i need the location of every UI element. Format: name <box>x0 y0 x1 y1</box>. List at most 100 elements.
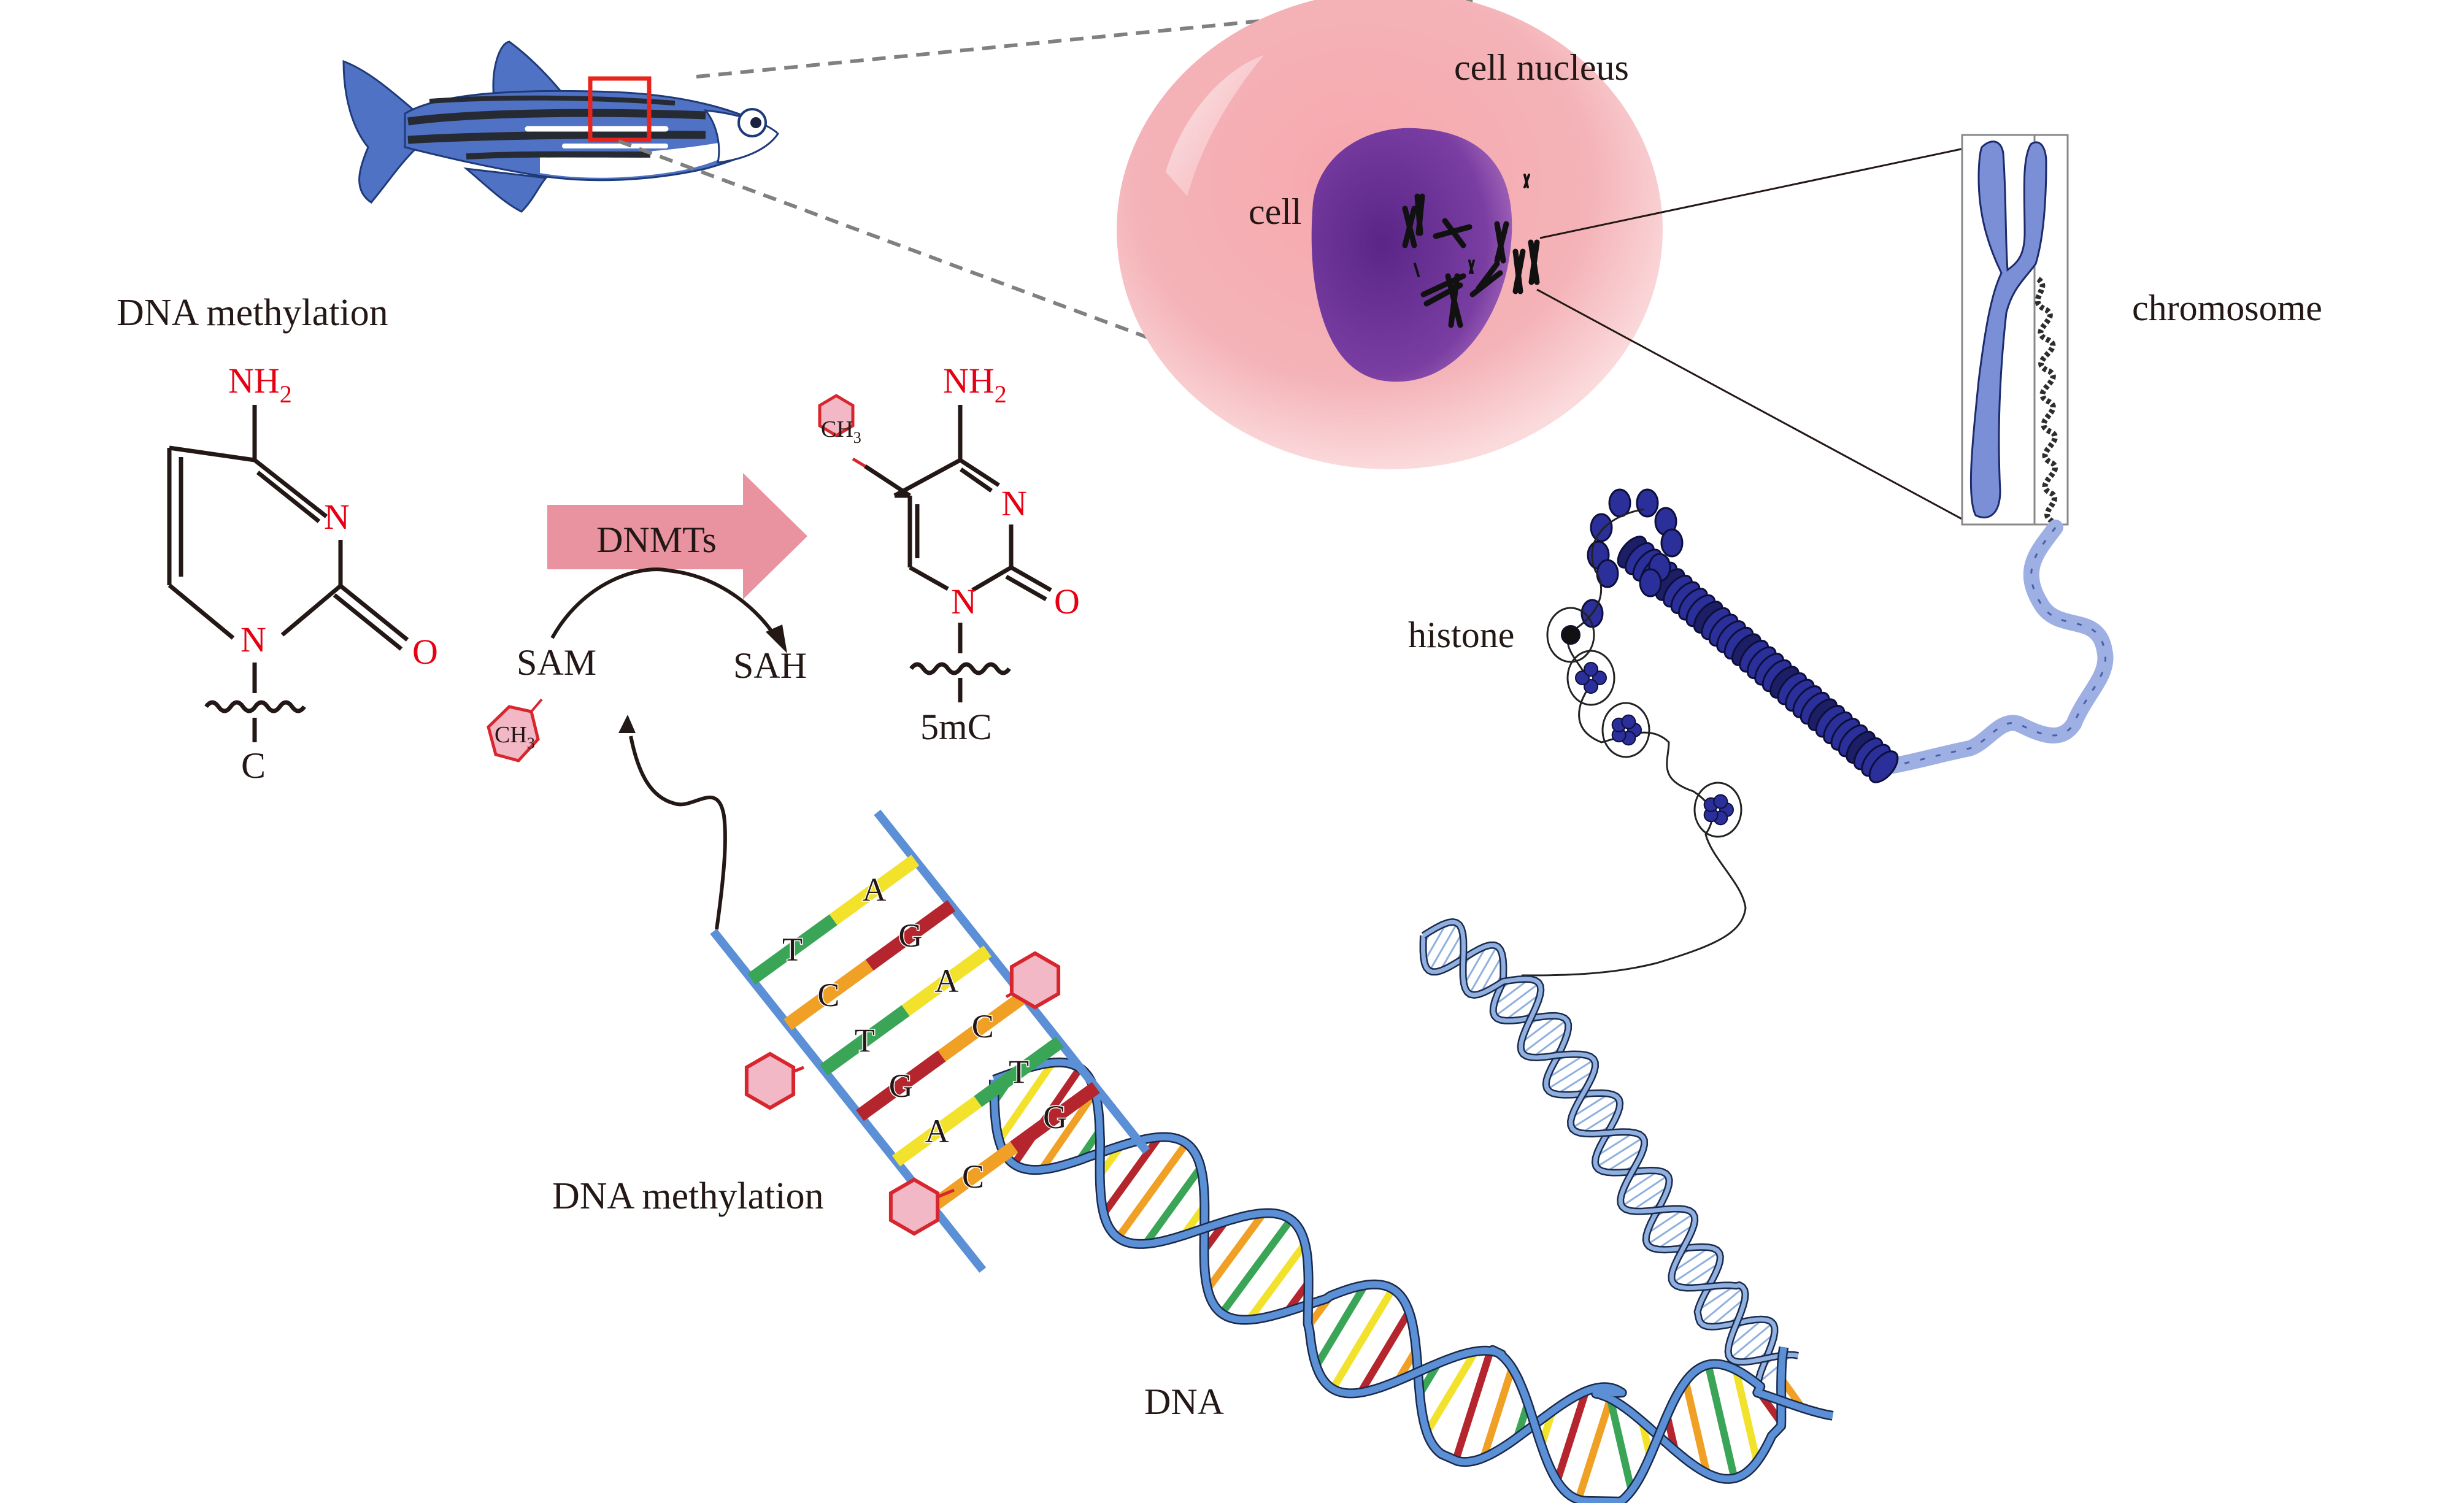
5mc-amino-group: NH2 <box>943 361 1007 408</box>
dnmt-arrow-shape <box>547 473 807 599</box>
histone-octamer <box>1584 679 1598 694</box>
fish-stripe <box>407 130 706 144</box>
base-pair <box>1595 1132 1634 1158</box>
base-pair <box>1313 1283 1368 1368</box>
chromosome-shape <box>1969 140 2047 519</box>
base-pair <box>1245 1242 1308 1322</box>
base-pair <box>1704 1364 1738 1480</box>
base-pair <box>1682 1380 1711 1474</box>
fish-stripe <box>407 109 706 126</box>
base-pair <box>1739 1332 1776 1363</box>
cell-nucleus-label: cell nucleus <box>1454 47 1629 88</box>
base-pair <box>1142 1165 1204 1247</box>
fish-anal-fin <box>463 167 549 213</box>
svg-text:CH3: CH3 <box>821 417 861 447</box>
nucleosome <box>1636 488 1659 518</box>
base-pair <box>1038 1089 1098 1172</box>
dna-linker-string <box>1521 508 1747 977</box>
base-pair <box>1700 1286 1744 1324</box>
methyl-group-hexagon <box>1009 951 1061 1010</box>
histone-bead <box>1868 750 1899 783</box>
base-pair <box>1428 923 1458 972</box>
base-segment <box>747 914 837 985</box>
fish-dorsal-fin <box>492 40 563 99</box>
base-pair <box>1329 1287 1396 1391</box>
cytosine-n1: N <box>241 620 266 659</box>
base-pair <box>1621 1175 1669 1207</box>
5mc-label: 5mC <box>920 707 992 747</box>
connector-line <box>1536 288 1967 523</box>
base-pair <box>1219 1217 1294 1316</box>
base-pair <box>1646 1208 1685 1235</box>
base-letter: C <box>972 1008 994 1045</box>
base-segment <box>891 1096 982 1167</box>
base-pair <box>1468 945 1498 994</box>
base-pair <box>1605 1147 1644 1173</box>
dna-helix-main <box>989 1057 1834 1506</box>
fish-pupil <box>750 117 761 128</box>
base-pair <box>1493 978 1530 1007</box>
base-letter: A <box>925 1113 949 1150</box>
base-pair <box>1547 1059 1595 1090</box>
base-letter: A <box>934 962 958 999</box>
histone-octamer <box>1621 714 1636 729</box>
base-pair <box>1631 1185 1669 1212</box>
base-segment <box>974 1036 1064 1107</box>
chromosome-label: chromosome <box>2132 288 2322 328</box>
sam-label: SAM <box>517 642 596 683</box>
base-pair <box>1556 1069 1595 1096</box>
nucleosome-beads <box>1546 607 1742 838</box>
connector-line <box>1539 144 1979 239</box>
dna-wrap <box>1566 650 1615 706</box>
fish-stripe <box>466 151 651 159</box>
5mc-carbonyl-oxygen: O <box>1054 582 1080 621</box>
histone-label: histone <box>1408 615 1514 655</box>
base-segment <box>901 945 992 1016</box>
base-pair <box>1480 1367 1516 1459</box>
histone-octamer <box>1561 625 1580 645</box>
fish-stripe <box>429 95 676 106</box>
5mc-n3: N <box>1001 483 1027 523</box>
cell-illustration <box>1117 0 1979 523</box>
base-segment <box>820 1005 910 1076</box>
chromatin-coil <box>2035 277 2058 524</box>
base-pair <box>1357 1310 1412 1395</box>
base-pair <box>1710 1297 1746 1327</box>
base-letter: C <box>962 1158 984 1195</box>
sam-to-sah-arrowhead <box>766 624 787 653</box>
cytosine-structure: NH2 N O N C <box>167 361 438 786</box>
base-pair <box>1672 1251 1720 1284</box>
base-letter: T <box>855 1022 875 1059</box>
dna-backbone <box>993 1059 1834 1505</box>
dna-to-sam-arrowhead <box>618 715 636 733</box>
svg-text:CH3: CH3 <box>495 722 535 752</box>
sam-to-sah-curved-arrow <box>550 567 778 639</box>
cytosine-label: C <box>241 745 266 786</box>
base-letter: G <box>898 917 922 954</box>
base-pair <box>1494 982 1540 1018</box>
dna-backbone <box>1422 920 1799 1364</box>
dna-wrap <box>1601 702 1650 758</box>
base-pair <box>1596 1137 1644 1168</box>
nucleosome <box>1660 528 1684 558</box>
dna-methylation-ladder-label: DNA methylation <box>552 1175 824 1217</box>
base-letter: G <box>889 1067 913 1104</box>
methyl-group-hexagon <box>744 1051 796 1110</box>
base-pair <box>1504 993 1541 1021</box>
base-segment <box>829 855 920 926</box>
fish-tail <box>342 60 415 204</box>
base-pair <box>1423 922 1447 962</box>
base-pair <box>1531 1029 1569 1058</box>
zebrafish-illustration <box>342 40 779 213</box>
chromatin-fiber <box>1521 488 2114 977</box>
base-letter: G <box>1043 1099 1067 1135</box>
base-pair <box>1423 1350 1479 1435</box>
base-pair <box>1682 1262 1720 1289</box>
base-pair <box>1647 1213 1694 1245</box>
base-segment <box>928 1141 1018 1212</box>
nucleosome <box>1639 568 1662 597</box>
base-pair <box>1522 1019 1568 1055</box>
